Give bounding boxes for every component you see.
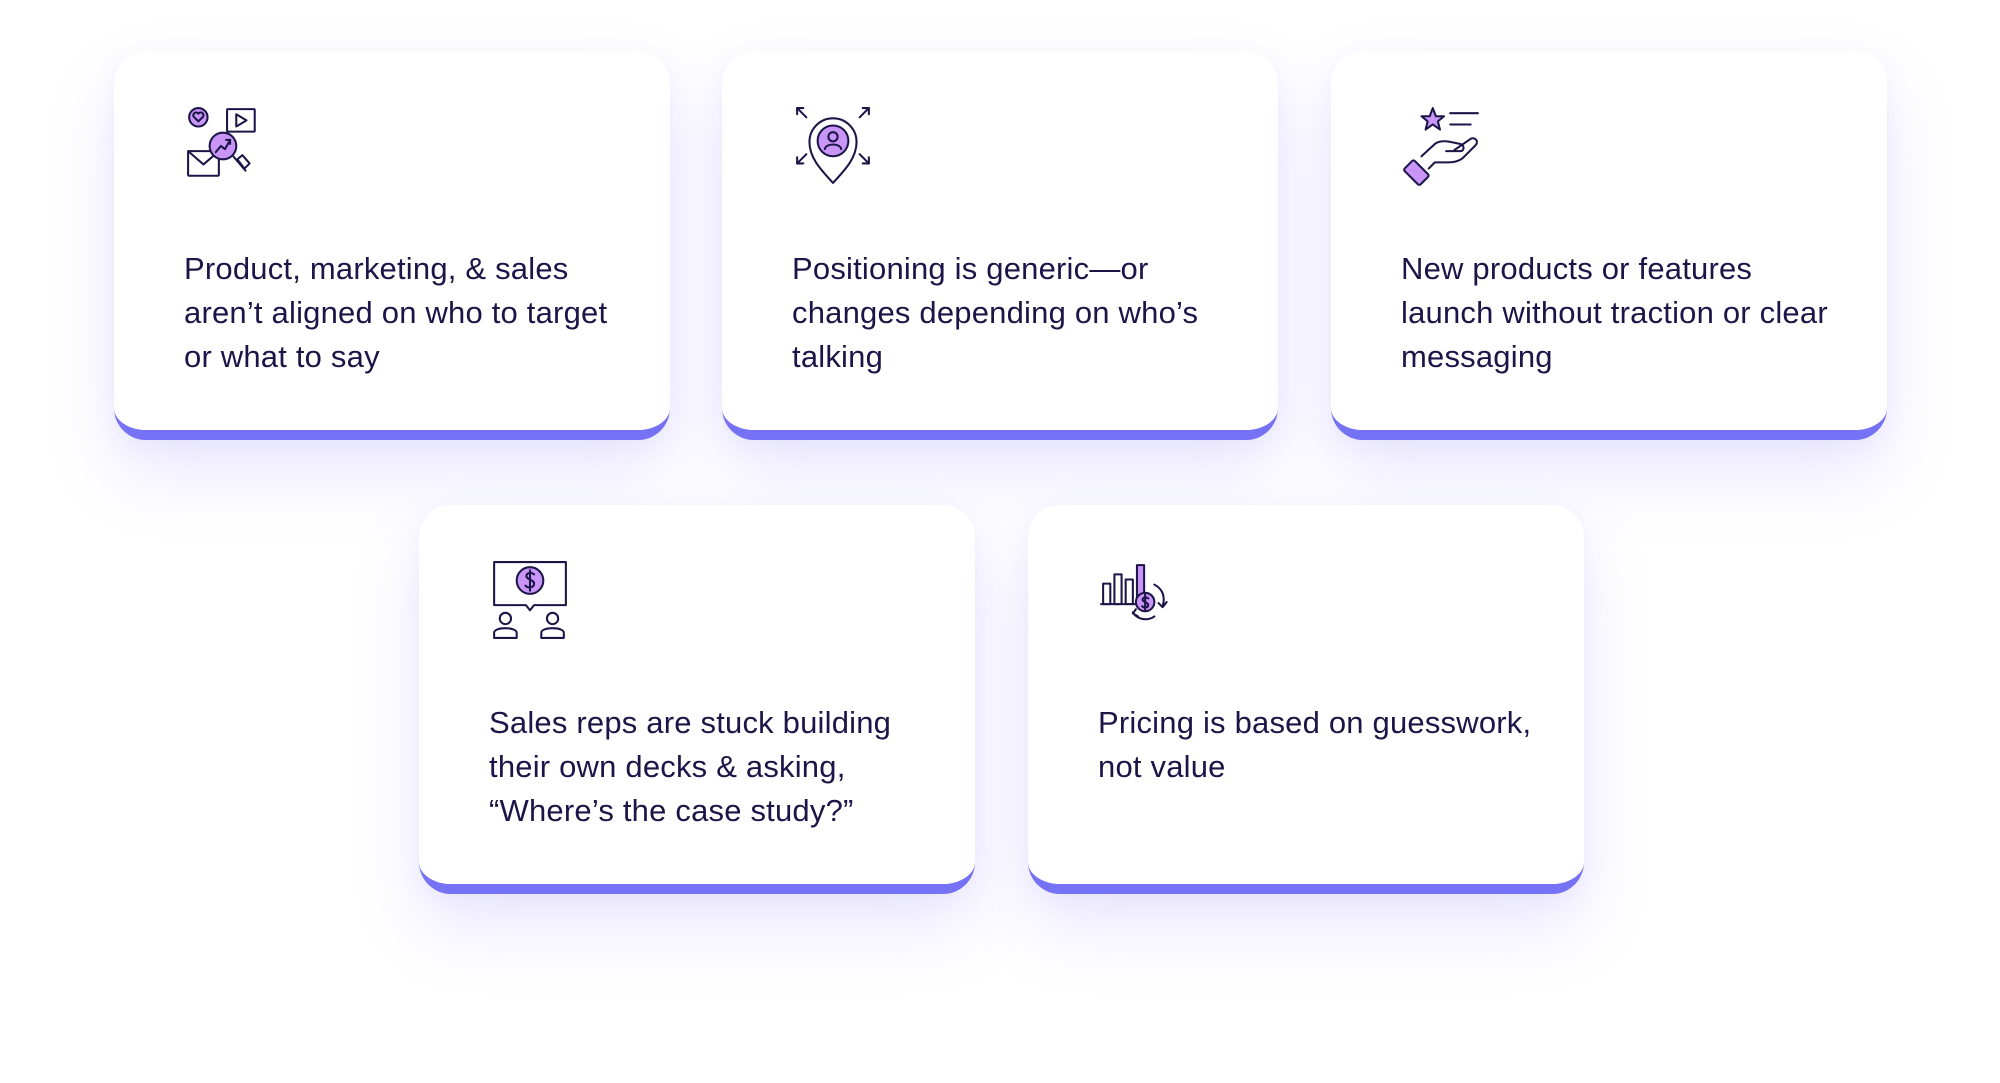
pain-point-card: Positioning is generic—or changes depend… [722, 51, 1278, 440]
card-text: Positioning is generic—or changes depend… [792, 251, 1199, 374]
card-text: New products or features launch without … [1401, 251, 1828, 374]
marketing-analytics-icon [184, 105, 266, 187]
pain-point-card: New products or features launch without … [1331, 51, 1887, 440]
pain-point-card: Product, marketing, & sales aren’t align… [114, 51, 670, 440]
card-text: Pricing is based on guesswork, not value [1098, 705, 1532, 784]
hand-star-icon [1401, 105, 1483, 187]
card-text: Sales reps are stuck building their own … [489, 705, 892, 828]
card-text: Product, marketing, & sales aren’t align… [184, 251, 608, 374]
pricing-chart-icon [1098, 559, 1180, 641]
pain-point-card: Sales reps are stuck building their own … [419, 505, 975, 894]
location-pin-person-icon [792, 105, 874, 187]
pain-point-card: Pricing is based on guesswork, not value [1028, 505, 1584, 894]
sales-presentation-icon [489, 559, 571, 641]
